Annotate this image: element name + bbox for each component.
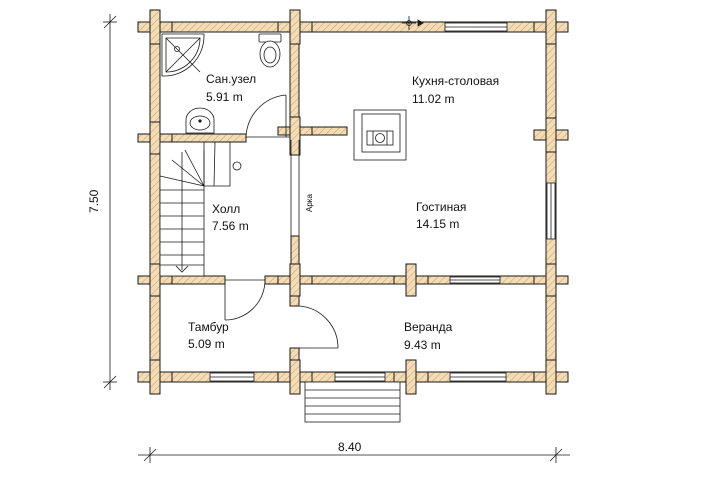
room-area-kitchen: 11.02 m: [412, 92, 454, 106]
corner-r2: [533, 263, 569, 297]
door-hall-tambour: [224, 279, 266, 321]
corner-tl: [137, 9, 173, 45]
corner-tm: [277, 9, 313, 45]
room-area-bathroom: 5.91 m: [206, 90, 243, 104]
doors: [224, 94, 339, 349]
wall-bath-hall: [159, 133, 247, 143]
window-living-mid: [449, 276, 501, 284]
corner-m1: [277, 116, 313, 156]
room-area-veranda: 9.43 m: [404, 338, 441, 352]
corner-bl: [137, 359, 173, 395]
entrance-steps: [304, 381, 401, 423]
vent-icon: [402, 16, 424, 30]
stove-icon: [353, 109, 407, 161]
room-area-hall: 7.56 m: [212, 219, 249, 233]
window-veranda-right: [449, 372, 507, 382]
corner-c2: [393, 263, 429, 297]
room-name-tambour: Тамбур: [188, 320, 229, 334]
window-veranda-bottom: [334, 372, 386, 382]
dimension-height-label: 7.50: [87, 189, 101, 213]
corner-br: [533, 359, 569, 395]
corner-tr: [533, 9, 569, 45]
room-labels: Сан.узел 5.91 m Кухня-столовая 11.02 m Х…: [188, 72, 499, 352]
room-area-tambour: 5.09 m: [188, 337, 225, 351]
toilet-icon: [258, 33, 282, 68]
corner-l1: [137, 121, 173, 155]
sink-icon: [185, 107, 215, 134]
door-tambour-veranda: [298, 305, 339, 349]
window-kitchen-top: [444, 22, 508, 32]
windows: [209, 22, 556, 382]
corner-l2: [137, 263, 173, 297]
window-living-right: [546, 182, 556, 240]
room-name-veranda: Веранда: [404, 320, 453, 334]
door-bathroom: [245, 94, 290, 138]
corner-bc: [393, 359, 429, 395]
corner-m2: [277, 263, 313, 297]
room-name-kitchen: Кухня-столовая: [412, 74, 499, 88]
dimension-vertical: [103, 14, 117, 390]
room-name-living: Гостиная: [416, 200, 466, 214]
room-area-living: 14.15 m: [416, 217, 459, 231]
arch-opening: [290, 140, 300, 236]
dimension-horizontal: [138, 447, 570, 463]
corner-r1: [533, 117, 569, 153]
arch-label: Арка: [305, 194, 314, 212]
log-corners: [137, 9, 569, 395]
wall-left: [149, 21, 161, 383]
staircase: [159, 141, 242, 277]
room-name-bathroom: Сан.узел: [206, 72, 256, 86]
dimension-width-label: 8.40: [338, 440, 362, 454]
window-tambour-bottom: [209, 372, 255, 382]
room-name-hall: Холл: [212, 202, 240, 216]
shower-icon: [161, 33, 205, 77]
corner-bm: [277, 359, 313, 395]
